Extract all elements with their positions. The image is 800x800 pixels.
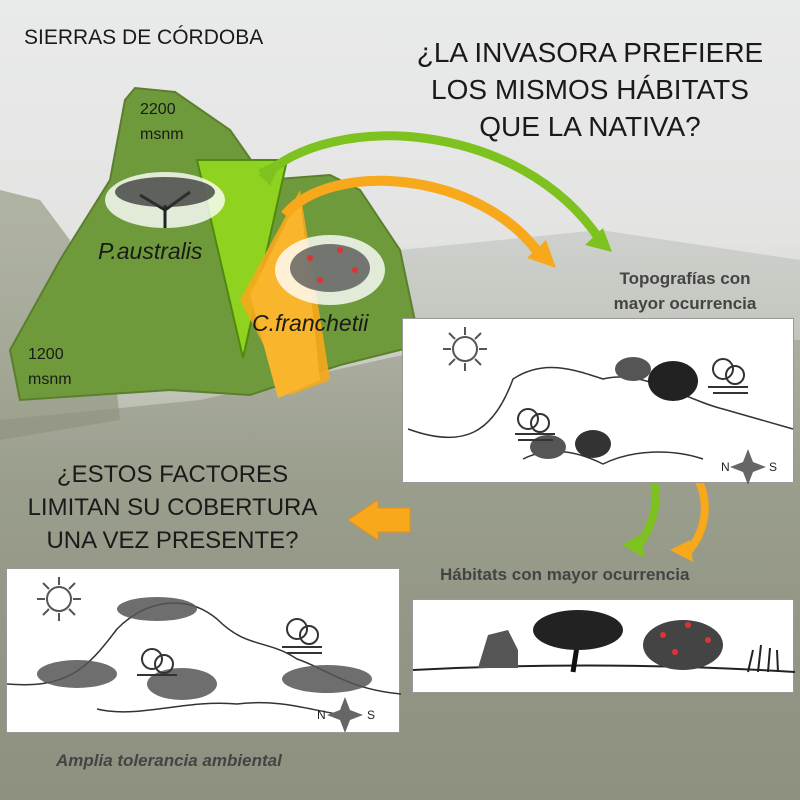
left-arrow — [347, 499, 411, 541]
habitat-panel — [412, 599, 796, 693]
svg-text:S: S — [769, 460, 777, 474]
sun-icon — [37, 577, 81, 621]
invasive-shrub-icon — [275, 235, 385, 305]
native-species-label: P.australis — [98, 238, 203, 264]
cloud-wind-icon — [515, 358, 748, 441]
tolerance-label: Amplia tolerancia ambiental — [56, 751, 282, 770]
invasive-species-label: C.franchetii — [252, 310, 369, 336]
svg-text:N: N — [317, 708, 326, 722]
rock-icon — [478, 630, 518, 668]
native-tree-icon — [533, 610, 623, 673]
svg-text:N: N — [721, 460, 730, 474]
invasive-arrow — [281, 175, 545, 258]
sun-icon — [443, 327, 487, 371]
native-tree-icon — [105, 172, 225, 228]
svg-text:S: S — [367, 708, 375, 722]
habitat-label: Hábitats con mayor ocurrencia — [440, 565, 690, 584]
region-title: SIERRAS DE CÓRDOBA — [24, 26, 264, 49]
native-arrow — [258, 131, 604, 243]
invasive-shrub-icon — [643, 620, 723, 670]
